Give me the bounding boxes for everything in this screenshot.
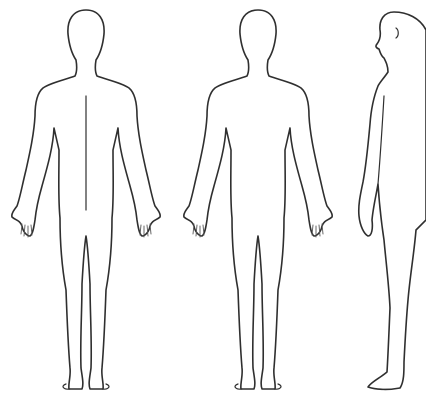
- side-figure-outline: [359, 12, 426, 389]
- front-figure-outline: [184, 10, 332, 389]
- body-outline-back-icon: [0, 0, 172, 394]
- body-outline-front-icon: [172, 0, 344, 394]
- body-outline-side-icon: [344, 0, 426, 394]
